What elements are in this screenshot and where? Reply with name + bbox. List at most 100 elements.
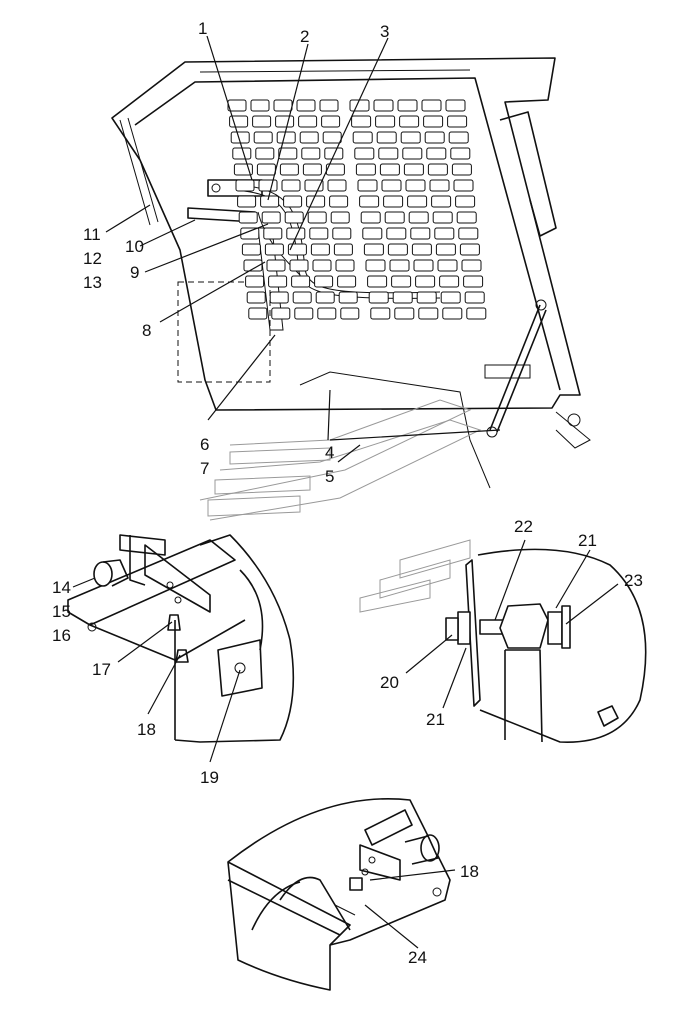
detail-strut-end (445, 548, 647, 743)
vent-cell (359, 195, 380, 208)
vent-cell (459, 243, 480, 256)
vent-cell (349, 99, 370, 112)
vent-cell (450, 147, 471, 160)
vent-cell (421, 99, 442, 112)
vent-cell (375, 115, 396, 128)
callout-23: 23 (624, 571, 643, 590)
vent-cell (399, 115, 420, 128)
callout-1: 1 (198, 19, 207, 38)
vent-cell (384, 211, 405, 224)
vent-cell (268, 275, 288, 288)
vent-cell (264, 243, 284, 256)
vent-cell (261, 211, 281, 224)
vent-cell (310, 243, 330, 256)
vent-cell (434, 227, 455, 240)
callout-19: 19 (200, 768, 219, 787)
callout-labels: 1 2 3 11 10 12 9 13 8 6 4 7 5 14 15 16 1… (52, 19, 643, 967)
vent-cell (455, 195, 476, 208)
vent-cell (245, 275, 265, 288)
vent-cell (269, 291, 289, 304)
vent-cell (227, 99, 247, 112)
vent-cell (275, 115, 295, 128)
vent-cell (271, 307, 291, 320)
vent-cell (240, 227, 260, 240)
vent-cell (402, 147, 423, 160)
vent-cell (273, 99, 293, 112)
vent-cell (355, 163, 376, 176)
vent-cell (278, 147, 298, 160)
vent-cell (456, 211, 477, 224)
vent-cell (238, 211, 258, 224)
vent-cell (376, 131, 397, 144)
vent-cell (301, 147, 321, 160)
vent-cell (389, 259, 410, 272)
vent-cell (431, 195, 452, 208)
vent-cell (400, 131, 421, 144)
vent-cell (415, 275, 436, 288)
vent-cell (292, 291, 312, 304)
vent-cell (383, 195, 404, 208)
vent-cell (357, 179, 378, 192)
callout-18: 18 (137, 720, 156, 739)
callout-16: 16 (52, 626, 71, 645)
callout-15: 15 (52, 602, 71, 621)
vent-cell (463, 275, 484, 288)
callout-17: 17 (92, 660, 111, 679)
vent-cell (289, 259, 309, 272)
vent-cell (367, 275, 388, 288)
vent-cell (416, 291, 437, 304)
callout-8: 8 (142, 321, 151, 340)
detail-latch-block (67, 534, 295, 743)
vent-cell (442, 307, 463, 320)
vent-cell (333, 243, 353, 256)
vent-grid-right (349, 99, 487, 320)
vent-cell (294, 307, 314, 320)
vent-cell (407, 195, 428, 208)
vent-cell (284, 211, 304, 224)
vent-cell (363, 243, 384, 256)
vent-cell (302, 163, 322, 176)
vent-cell (258, 179, 278, 192)
vent-cell (330, 211, 350, 224)
vent-cell (429, 179, 450, 192)
vent-cell (410, 227, 431, 240)
vent-cell (440, 291, 461, 304)
vent-cell (337, 275, 357, 288)
detail-lower-latch (227, 797, 451, 991)
vent-cell (426, 147, 447, 160)
vent-cell (397, 99, 418, 112)
vent-cell (439, 275, 460, 288)
vent-cell (458, 227, 479, 240)
vent-cell (255, 147, 275, 160)
callout-20: 20 (380, 673, 399, 692)
leader-lines (72, 35, 619, 949)
vent-cell (314, 275, 334, 288)
vent-cell (461, 259, 482, 272)
callout-13: 13 (83, 273, 102, 292)
vent-cell (235, 179, 255, 192)
callout-24: 24 (408, 948, 427, 967)
vent-cell (370, 307, 391, 320)
vent-cell (362, 227, 383, 240)
vent-cell (309, 227, 329, 240)
vent-cell (437, 259, 458, 272)
vent-cell (324, 147, 344, 160)
vent-cell (322, 131, 342, 144)
vent-cell (266, 259, 286, 272)
callout-3: 3 (380, 22, 389, 41)
callout-21-top: 21 (578, 531, 597, 550)
vent-cell (403, 163, 424, 176)
vent-cell (411, 243, 432, 256)
vent-cell (373, 99, 394, 112)
vent-cell (256, 163, 276, 176)
vent-cell (340, 307, 360, 320)
vent-cell (263, 227, 283, 240)
vent-cell (276, 131, 296, 144)
vent-cell (464, 291, 485, 304)
vent-cell (253, 131, 273, 144)
vent-cell (391, 275, 412, 288)
vent-cell (332, 227, 352, 240)
callout-21-bottom: 21 (426, 710, 445, 729)
vent-cell (453, 179, 474, 192)
